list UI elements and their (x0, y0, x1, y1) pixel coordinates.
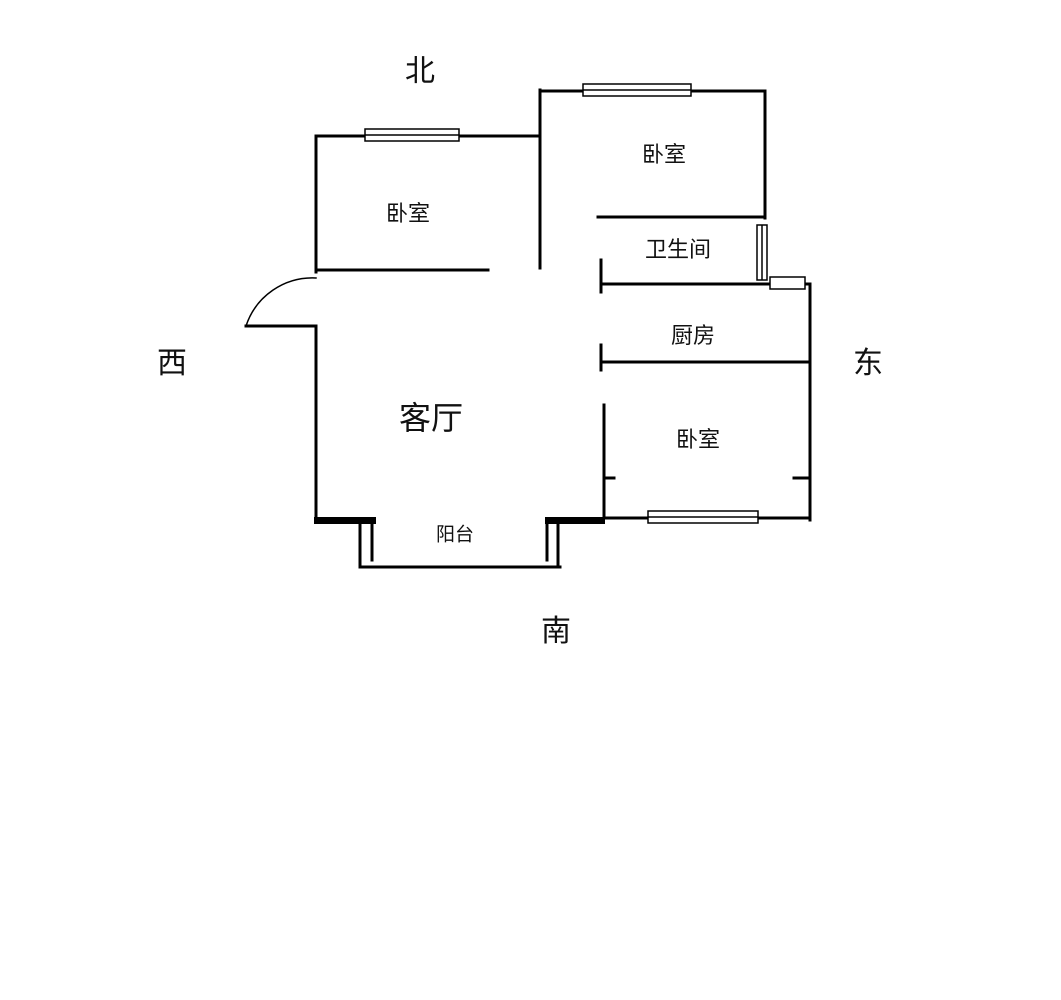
room-label-bedroom-northeast: 卧室 (641, 143, 687, 168)
window (769, 276, 806, 290)
room-label-bedroom-southeast: 卧室 (675, 428, 721, 453)
door-swing (245, 277, 317, 327)
compass-west: 西 (157, 346, 187, 381)
room-label-living-room: 客厅 (398, 399, 464, 437)
room-label-bathroom: 卫生间 (644, 238, 712, 263)
room-label-balcony: 阳台 (435, 523, 475, 546)
compass-south: 南 (541, 614, 571, 649)
room-label-kitchen: 厨房 (670, 324, 716, 349)
thick-wall (314, 517, 376, 524)
compass-north: 北 (405, 54, 435, 89)
thick-wall (545, 517, 605, 524)
compass-east: 东 (853, 346, 883, 381)
room-label-bedroom-northwest: 卧室 (385, 202, 431, 227)
